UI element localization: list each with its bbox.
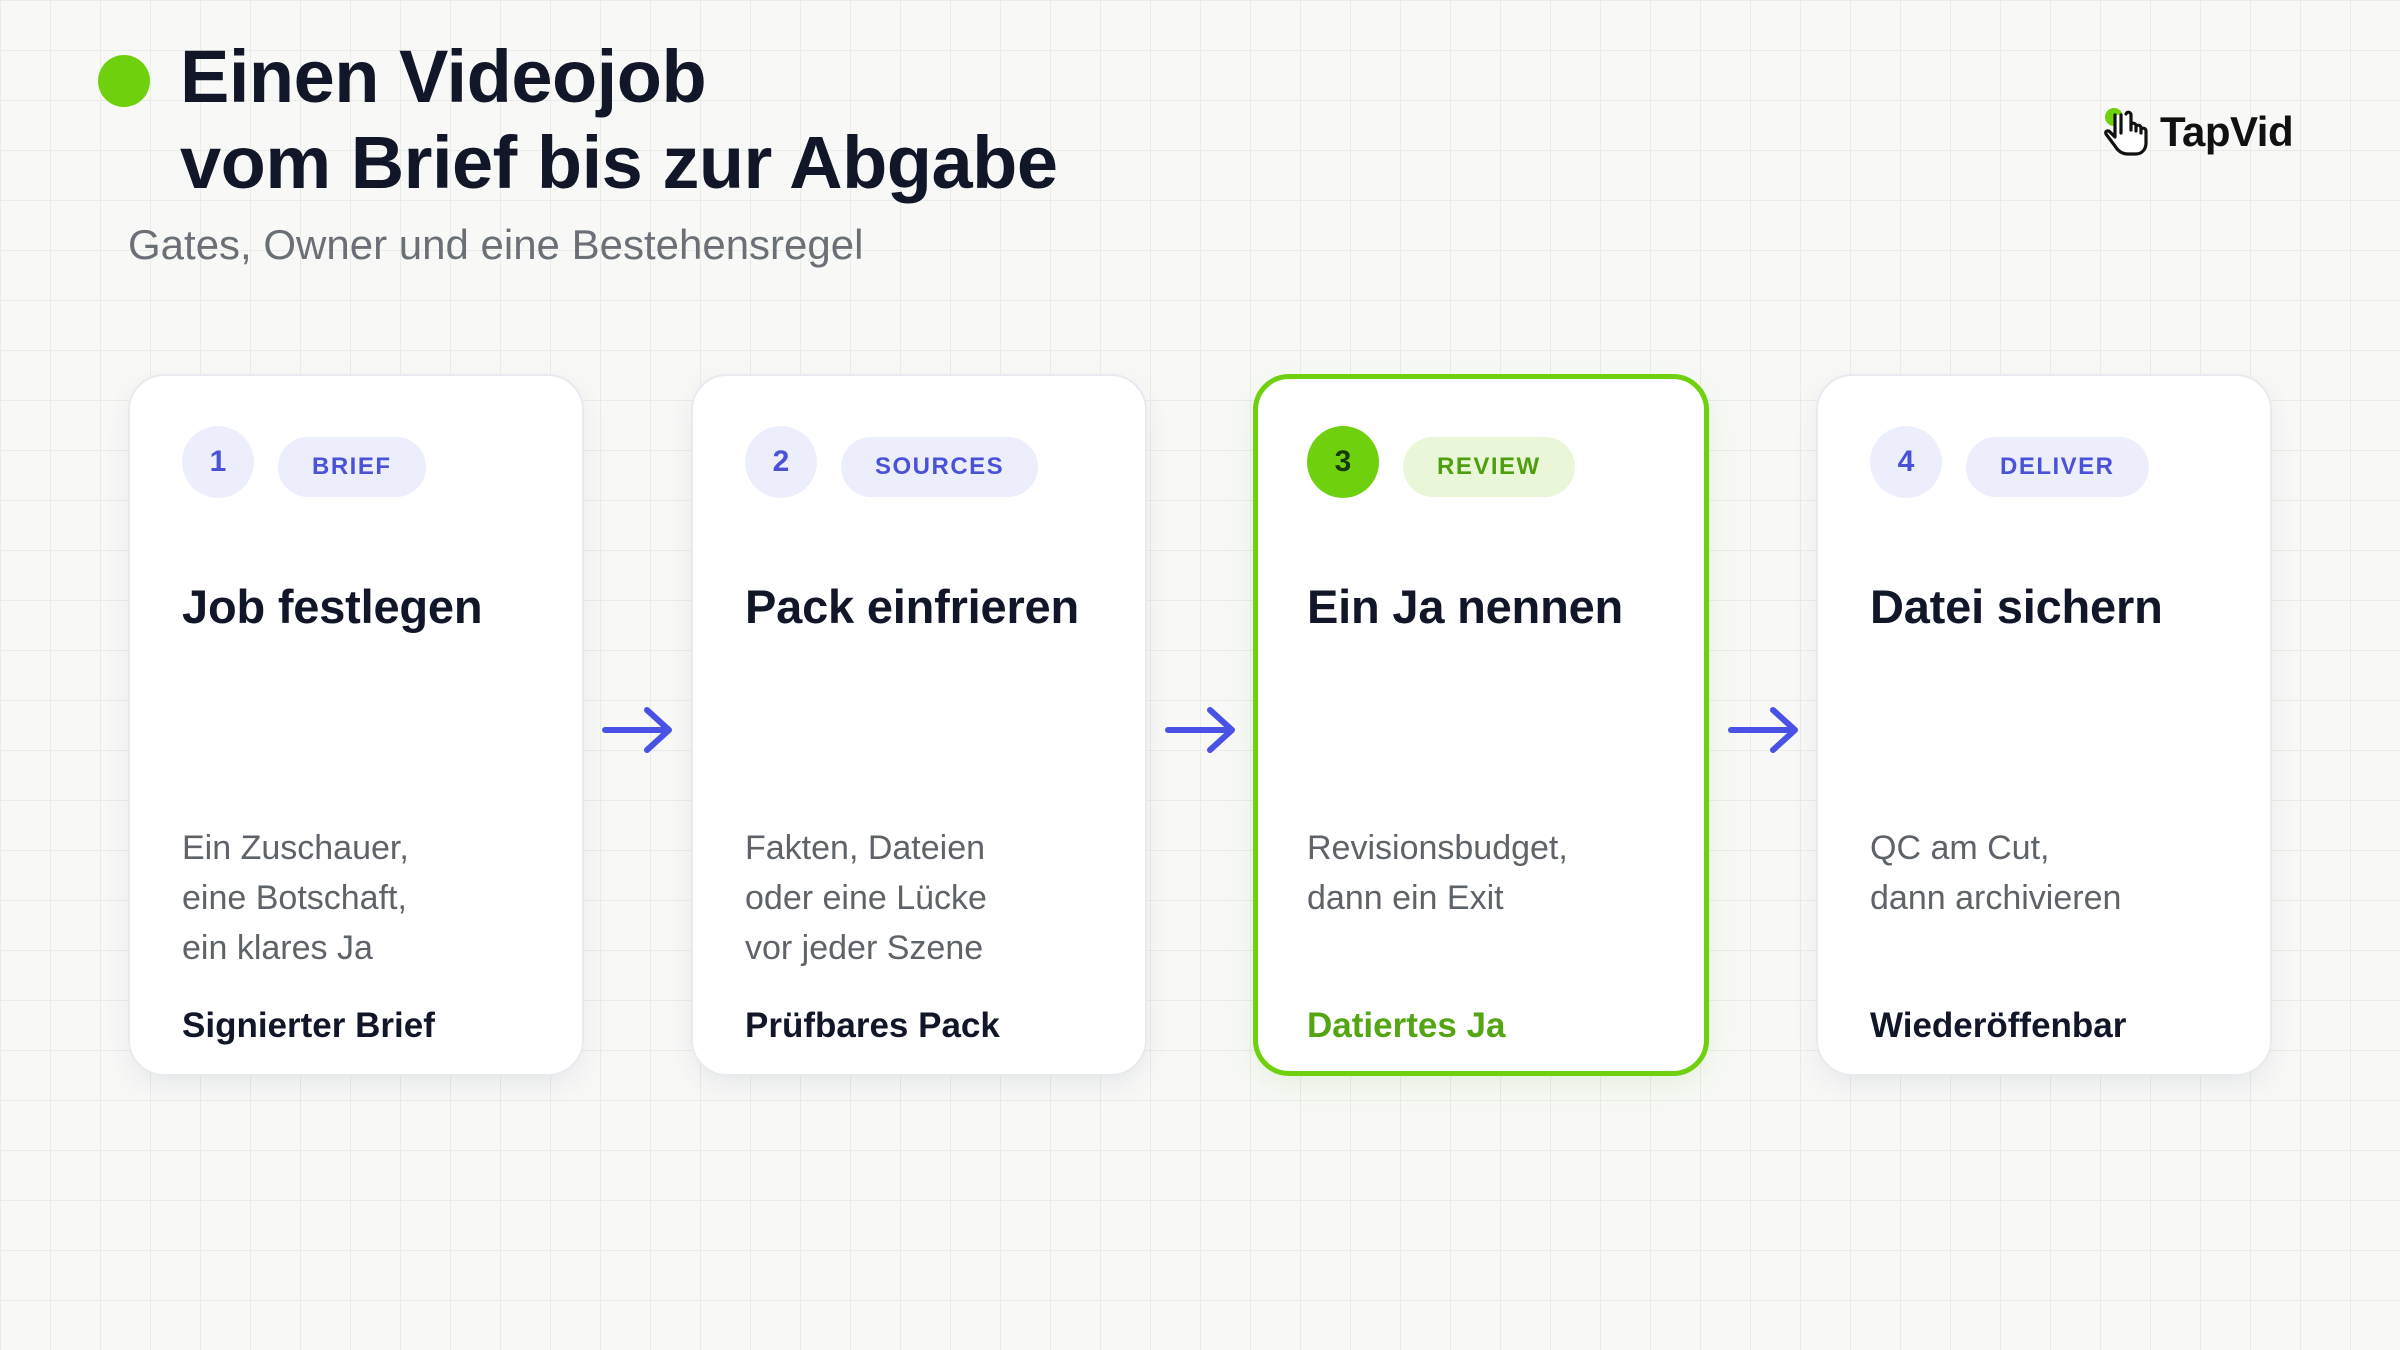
step-outcome: Signierter Brief: [182, 1006, 435, 1045]
step-number-badge: 3: [1307, 426, 1379, 498]
step-tag: DELIVER: [1966, 437, 2149, 497]
step-description-line: ein klares Ja: [182, 929, 373, 967]
step-number-badge: 1: [182, 426, 254, 498]
arrow-right-icon: [1728, 707, 1798, 753]
step-title: Job festlegen: [182, 580, 483, 633]
step-description: Revisionsbudget, dann ein Exit: [1307, 823, 1568, 923]
step-number-badge: 4: [1870, 426, 1942, 498]
title-bullet-dot: [98, 55, 150, 107]
step-description-line: vor jeder Szene: [745, 929, 984, 967]
step-tag: SOURCES: [841, 437, 1039, 497]
brand-logo: TapVid: [2100, 100, 2294, 164]
step-tag: REVIEW: [1403, 437, 1575, 497]
step-outcome: Datiertes Ja: [1307, 1006, 1506, 1045]
arrow-right-icon: [1165, 707, 1235, 753]
step-description-line: Ein Zuschauer,: [182, 829, 409, 867]
step-outcome: Wiederöffenbar: [1870, 1006, 2127, 1045]
page-title: Einen Videojob vom Brief bis zur Abgabe: [180, 34, 1058, 206]
step-description-line: Revisionsbudget,: [1307, 829, 1568, 867]
step-tag: BRIEF: [278, 437, 426, 497]
page-title-line-1: Einen Videojob: [180, 35, 707, 118]
brand-logo-text: TapVid: [2160, 108, 2294, 155]
page-title-line-2: vom Brief bis zur Abgabe: [180, 121, 1058, 204]
step-title: Ein Ja nennen: [1307, 580, 1624, 633]
page-subtitle: Gates, Owner und eine Bestehensregel: [128, 221, 864, 268]
step-description-line: QC am Cut,: [1870, 829, 2050, 867]
step-description: Fakten, Dateien oder eine Lücke vor jede…: [745, 823, 987, 973]
step-title: Pack einfrieren: [745, 580, 1080, 633]
step-number-badge: 2: [745, 426, 817, 498]
step-card-deliver: 4 DELIVER Datei sichern QC am Cut, dann …: [1816, 374, 2272, 1076]
step-card-review: 3 REVIEW Ein Ja nennen Revisionsbudget, …: [1253, 374, 1709, 1076]
step-description-line: oder eine Lücke: [745, 879, 987, 917]
step-description-line: dann ein Exit: [1307, 879, 1504, 917]
step-description-line: dann archivieren: [1870, 879, 2122, 917]
step-card-brief: 1 BRIEF Job festlegen Ein Zuschauer, ein…: [128, 374, 584, 1076]
arrow-right-icon: [602, 707, 672, 753]
step-description: Ein Zuschauer, eine Botschaft, ein klare…: [182, 823, 409, 973]
step-description-line: Fakten, Dateien: [745, 829, 986, 867]
step-title: Datei sichern: [1870, 580, 2163, 633]
step-outcome: Prüfbares Pack: [745, 1006, 1000, 1045]
pointer-hand-icon: [2104, 108, 2148, 156]
step-description-line: eine Botschaft,: [182, 879, 407, 917]
step-card-sources: 2 SOURCES Pack einfrieren Fakten, Dateie…: [691, 374, 1147, 1076]
step-description: QC am Cut, dann archivieren: [1870, 823, 2121, 923]
